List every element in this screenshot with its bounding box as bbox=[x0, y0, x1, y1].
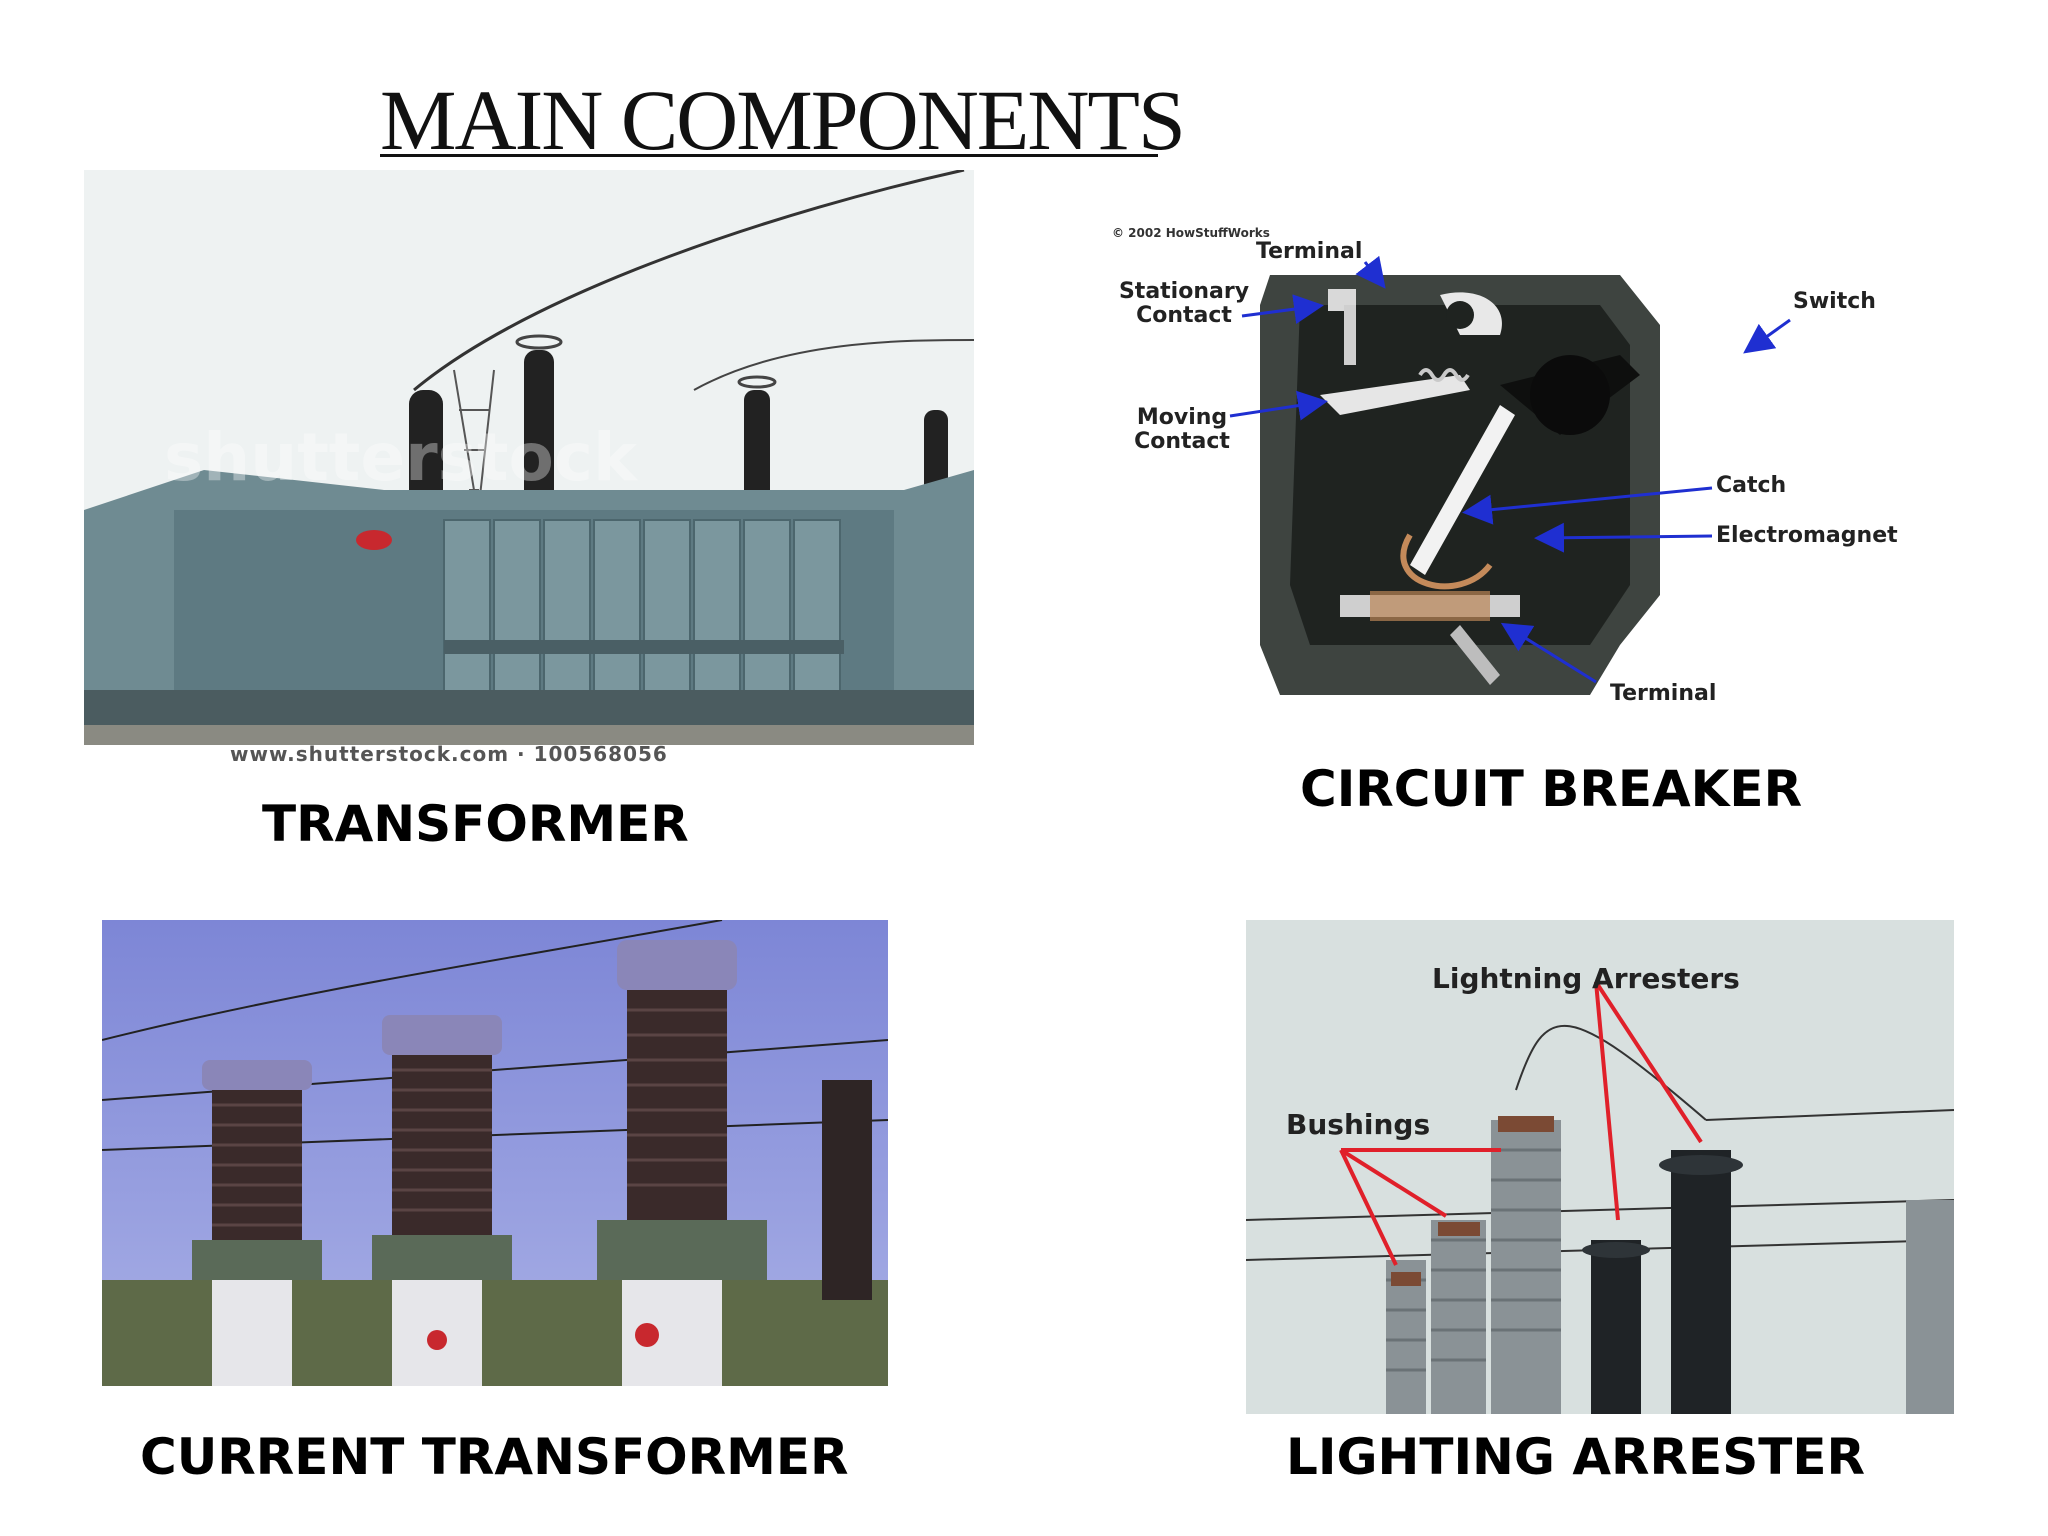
label-stationary-contact: Stationary Contact bbox=[1118, 279, 1250, 328]
shutterstock-overlay: shutterstock bbox=[164, 419, 639, 496]
transformer-watermark: www.shutterstock.com · 100568056 bbox=[230, 742, 668, 766]
title-underline bbox=[380, 154, 1158, 157]
circuit-breaker-image bbox=[1260, 265, 1660, 695]
label-lightning-arresters: Lightning Arresters bbox=[1432, 962, 1740, 995]
circuit-breaker-arrows bbox=[1229, 255, 1791, 684]
circuit-breaker-caption: CIRCUIT BREAKER bbox=[1300, 760, 1803, 818]
label-switch: Switch bbox=[1793, 289, 1876, 314]
label-terminal-bottom: Terminal bbox=[1610, 681, 1717, 706]
label-catch: Catch bbox=[1716, 473, 1787, 498]
label-terminal-top: Terminal bbox=[1256, 239, 1363, 264]
slide-title: MAIN COMPONENTS bbox=[380, 72, 1186, 168]
transformer-caption: TRANSFORMER bbox=[262, 795, 689, 853]
label-electromagnet: Electromagnet bbox=[1716, 523, 1898, 548]
transformer-image: shutterstock bbox=[84, 170, 974, 745]
lightning-arrester-caption: LIGHTING ARRESTER bbox=[1286, 1428, 1865, 1486]
label-bushings: Bushings bbox=[1286, 1108, 1431, 1141]
lightning-arrester-image bbox=[1246, 920, 1954, 1414]
label-moving-contact: Moving Contact bbox=[1134, 405, 1230, 454]
current-transformer-image bbox=[102, 920, 888, 1386]
current-transformer-caption: CURRENT TRANSFORMER bbox=[140, 1428, 849, 1486]
circuit-breaker-copyright: © 2002 HowStuffWorks bbox=[1112, 226, 1270, 240]
